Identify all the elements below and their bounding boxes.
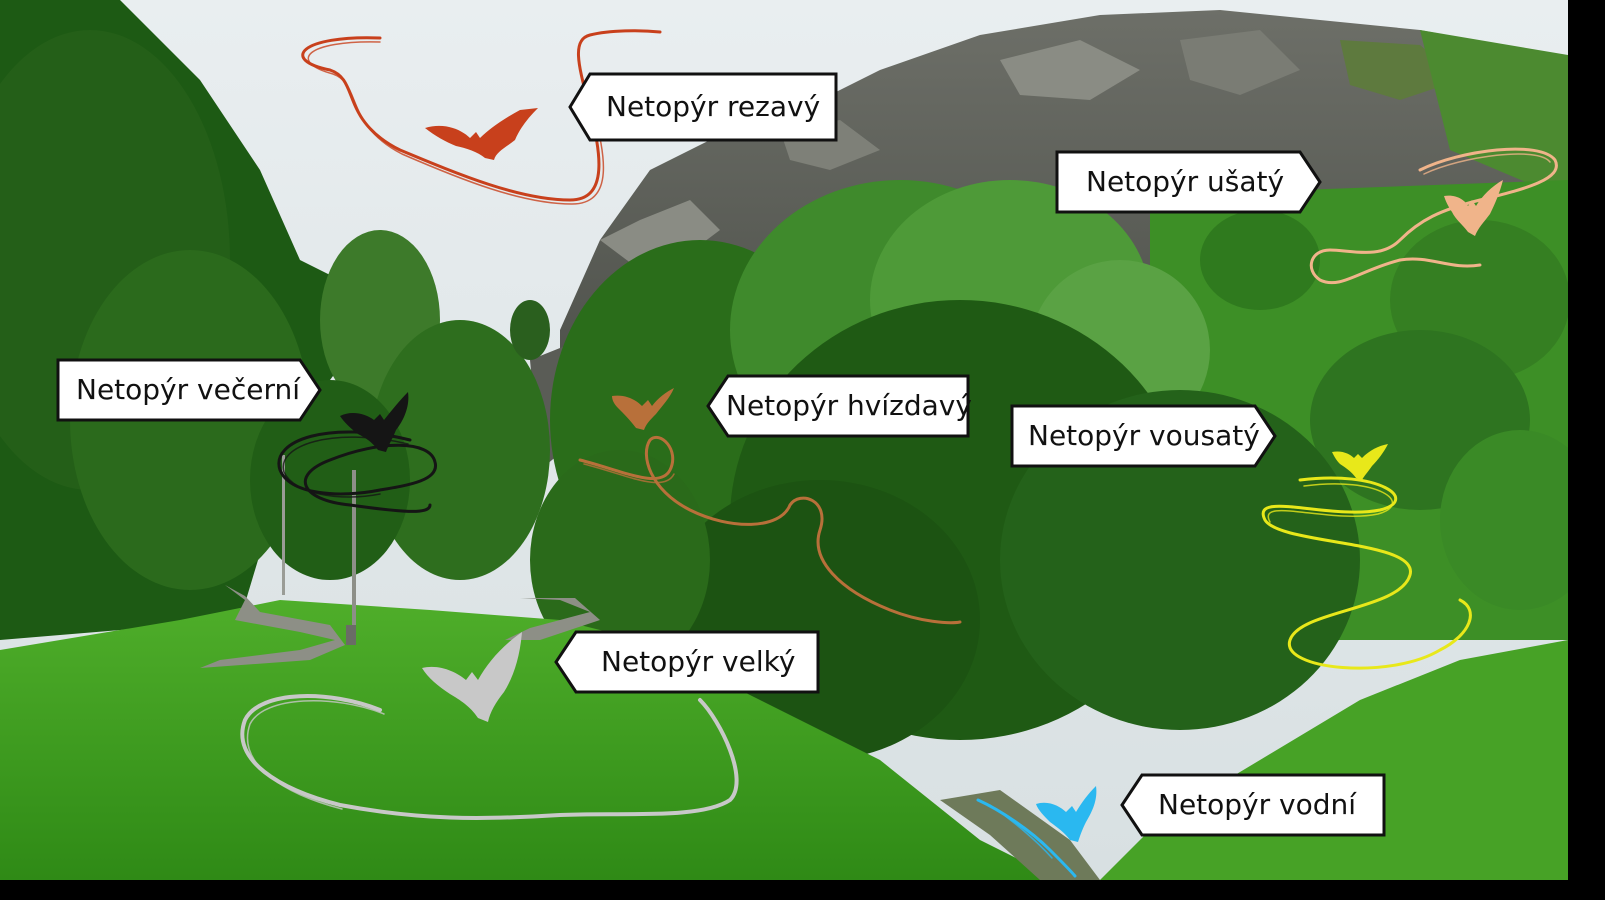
label-netopyr-velky: Netopýr velký [601,645,796,678]
bat-velky-icon [422,632,522,722]
bat-vodni-icon [1036,786,1097,842]
tag-box-rezavy [568,72,838,142]
label-netopyr-rezavy: Netopýr rezavý [606,90,821,123]
bat-hvizdavy-icon [612,388,674,430]
bat-rezavy-icon [425,108,538,160]
flight-path-hvizdavy [578,435,962,625]
tag-box-usaty [1055,150,1322,214]
flight-path-usaty [1309,147,1558,285]
label-netopyr-vousaty: Netopýr vousatý [1028,419,1260,452]
tag-box-vecerni [56,358,322,422]
flight-path-rezavy [301,29,662,205]
tag-box-vousaty [1010,404,1277,468]
bat-usaty-icon [1444,180,1503,236]
flight-path-vodni [976,798,1077,878]
bat-species-scene: Netopýr rezavý Netopýr ušatý Netopýr več… [0,0,1568,880]
tag-box-hvizdavy [706,374,970,438]
tag-box-vodni [1120,773,1386,837]
grass-slope [0,600,1060,880]
flight-path-velky [240,694,739,820]
label-netopyr-vecerni: Netopýr večerní [76,373,300,406]
bat-vecerni-icon [340,392,409,452]
flight-paths-layer [56,29,1558,878]
footpath [200,585,345,668]
flight-path-vousaty [1261,476,1472,670]
flight-path-vecerni [277,430,437,513]
tag-box-velky [554,630,820,694]
label-netopyr-vodni: Netopýr vodní [1158,788,1357,821]
label-netopyr-hvizdavy: Netopýr hvízdavý [726,389,972,422]
bat-vousaty-icon [1332,444,1388,480]
label-netopyr-usaty: Netopýr ušatý [1086,165,1285,198]
